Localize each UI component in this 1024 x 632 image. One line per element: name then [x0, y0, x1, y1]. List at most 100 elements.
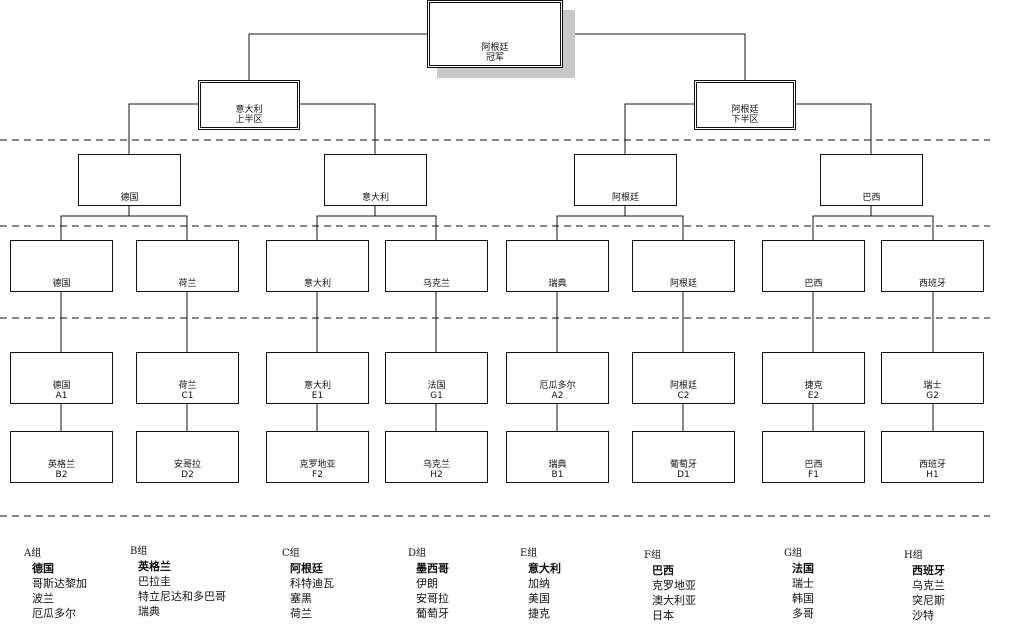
group-team: 荷兰: [290, 607, 312, 620]
seed-code: A1: [55, 391, 68, 401]
connector-line: [812, 215, 934, 240]
semi-box-bottom: 阿根廷 下半区: [694, 80, 796, 130]
group-title: H组: [904, 550, 923, 561]
quarter-box: 阿根廷: [574, 154, 677, 206]
seed-team: 法国: [427, 381, 446, 391]
group-team: 瑞典: [138, 605, 160, 618]
group-team: 韩国: [792, 592, 814, 605]
group-title: F组: [644, 550, 661, 561]
group-title: C组: [282, 548, 300, 559]
group-team: 科特迪瓦: [290, 577, 334, 590]
group-team: 葡萄牙: [416, 607, 449, 620]
seed-code: H2: [430, 470, 443, 480]
round16-box: 瑞典: [506, 240, 609, 292]
seed-team: 葡萄牙: [669, 460, 697, 470]
semi-team: 阿根廷: [731, 105, 759, 115]
group-team: 德国: [32, 562, 54, 575]
group-team: 墨西哥: [416, 562, 449, 575]
seed-code: A2: [551, 391, 564, 401]
seed-team: 西班牙: [918, 460, 946, 470]
seed-code: C2: [677, 391, 690, 401]
group-team: 特立尼达和多巴哥: [138, 590, 226, 603]
group-team: 澳大利亚: [652, 594, 696, 607]
group-title: G组: [784, 548, 802, 559]
connector-line: [556, 215, 684, 240]
semi-team: 意大利: [235, 105, 263, 115]
group-team: 阿根廷: [290, 562, 323, 575]
round16-team: 阿根廷: [669, 279, 697, 289]
seed-team: 荷兰: [178, 381, 197, 391]
seed-code: G2: [926, 391, 939, 401]
group-list-g: G组 法国 瑞士 韩国 多哥: [784, 546, 814, 621]
round16-box: 阿根廷: [632, 240, 735, 292]
group-title: E组: [520, 548, 538, 559]
final-label: 冠军: [485, 53, 504, 63]
seed-code: E1: [311, 391, 324, 401]
group-team: 巴西: [652, 564, 674, 577]
round16-team: 瑞典: [548, 279, 567, 289]
seed-code: B1: [551, 470, 564, 480]
quarter-team: 巴西: [862, 193, 881, 203]
group-list-e: E组 意大利 加纳 美国 捷克: [520, 546, 561, 621]
seed-code: G1: [430, 391, 443, 401]
seed-team: 巴西: [804, 460, 823, 470]
round16-box: 意大利: [266, 240, 369, 292]
semi-label: 下半区: [731, 115, 759, 125]
seed-code: F2: [312, 470, 323, 480]
seed-team: 安哥拉: [173, 460, 201, 470]
final-team: 阿根廷: [481, 43, 509, 53]
group-list-a: A组 德国 哥斯达黎加 波兰 厄瓜多尔: [24, 546, 87, 621]
group-team: 沙特: [912, 609, 934, 622]
group-team: 多哥: [792, 607, 814, 620]
seed-code: D2: [181, 470, 194, 480]
group-title: B组: [130, 546, 148, 557]
group-team: 瑞士: [792, 577, 814, 590]
quarter-box: 意大利: [324, 154, 427, 206]
final-box: 阿根廷 冠军: [427, 0, 563, 68]
seed-team: 瑞士: [923, 381, 942, 391]
seed-team: 意大利: [303, 381, 331, 391]
quarter-team: 意大利: [361, 193, 389, 203]
semi-label: 上半区: [235, 115, 263, 125]
group-team: 哥斯达黎加: [32, 577, 87, 590]
group-title: A组: [24, 548, 42, 559]
group-team: 塞黑: [290, 592, 312, 605]
group-list-c: C组 阿根廷 科特迪瓦 塞黑 荷兰: [282, 546, 334, 621]
group-team: 安哥拉: [416, 592, 449, 605]
group-list-d: D组 墨西哥 伊朗 安哥拉 葡萄牙: [408, 546, 449, 621]
group-team: 英格兰: [138, 560, 171, 573]
group-title: D组: [408, 548, 427, 559]
semi-box-top: 意大利 上半区: [198, 80, 300, 130]
quarter-box: 巴西: [820, 154, 923, 206]
seed-team: 德国: [52, 381, 71, 391]
group-list-f: F组 巴西 克罗地亚 澳大利亚 日本: [644, 548, 696, 623]
round16-box: 德国: [10, 240, 113, 292]
group-team: 克罗地亚: [652, 579, 696, 592]
seed-code: C1: [181, 391, 194, 401]
seed-team: 英格兰: [47, 460, 75, 470]
seed-team: 捷克: [804, 381, 823, 391]
group-team: 捷克: [528, 607, 550, 620]
connector-line: [316, 215, 437, 240]
round16-box: 西班牙: [881, 240, 984, 292]
group-team: 乌克兰: [912, 579, 945, 592]
group-team: 突尼斯: [912, 594, 945, 607]
round16-team: 乌克兰: [422, 279, 450, 289]
group-team: 美国: [528, 592, 550, 605]
seed-team: 阿根廷: [669, 381, 697, 391]
group-list-b: B组 英格兰 巴拉圭 特立尼达和多巴哥 瑞典: [130, 544, 226, 619]
